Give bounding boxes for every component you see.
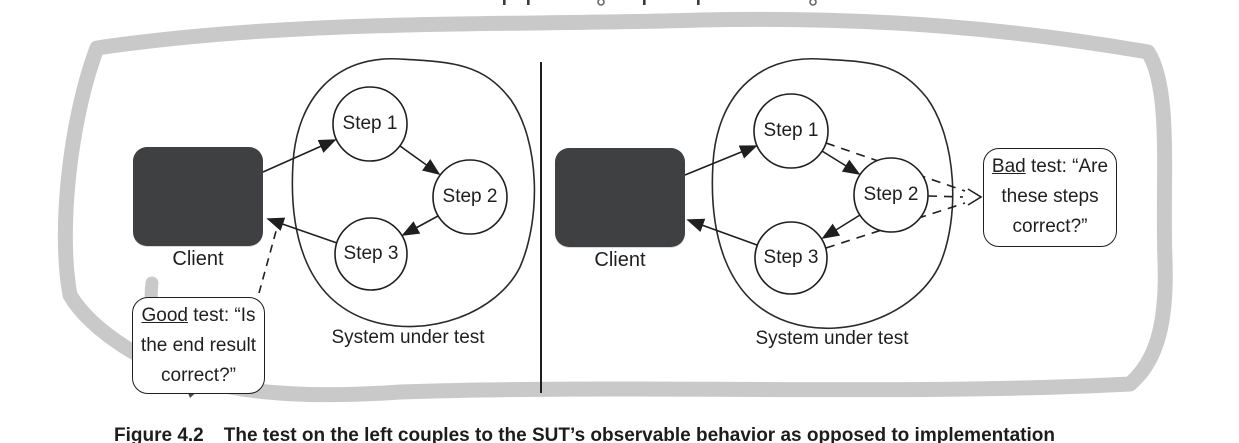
right-arrow-step1-to-step2	[821, 150, 861, 175]
right-arrow-step3-to-client	[686, 218, 758, 246]
right-arrow-step2-to-step3	[821, 214, 861, 239]
right-dashed-step1-to-note	[825, 142, 966, 192]
left-client-label: Client	[172, 248, 224, 270]
left-good-test-note: Good test: “Is the end result correct?”	[132, 297, 265, 394]
left-note-lead-underlined: Good	[141, 305, 188, 326]
left-step2-circle	[432, 159, 508, 235]
figure-caption: Figure 4.2 The test on the left couples t…	[114, 425, 1234, 443]
left-arrow-step2-to-step3	[401, 215, 439, 236]
right-dashed-step3-to-note	[825, 202, 966, 249]
left-note-line1: Good test: “Is	[133, 301, 264, 331]
right-client-label: Client	[594, 249, 646, 271]
right-note-line2: these steps	[1001, 186, 1099, 207]
right-step1-label: Step 1	[763, 120, 819, 141]
right-arrow-client-to-step1	[684, 145, 758, 176]
right-note-line1: Bad test: “Are	[984, 152, 1116, 182]
left-step1-circle	[332, 86, 408, 162]
right-step3-circle	[754, 221, 828, 295]
left-client-box	[133, 147, 263, 246]
left-step3-circle	[334, 217, 408, 291]
left-sut-label: System under test	[331, 327, 485, 348]
left-step2-label: Step 2	[442, 186, 498, 207]
right-step2-circle	[853, 157, 929, 233]
left-note-line3: correct?”	[161, 365, 236, 386]
left-arrow-client-to-step1	[262, 139, 337, 173]
right-bad-test-note: Bad test: “Are these steps correct?”	[983, 148, 1117, 247]
right-note-lead-underlined: Bad	[991, 156, 1026, 177]
right-sut-label: System under test	[755, 328, 909, 349]
right-note-line1-rest: test: “Are	[1025, 156, 1109, 177]
right-step3-label: Step 3	[763, 247, 819, 268]
right-step2-label: Step 2	[863, 184, 919, 205]
left-sut-blob	[291, 58, 536, 328]
left-step1-label: Step 1	[342, 113, 398, 134]
right-dashed-step2-to-note	[927, 195, 964, 198]
left-note-line2: the end result	[140, 335, 257, 356]
right-client-box	[555, 148, 685, 247]
right-sut-blob	[711, 58, 954, 330]
right-step1-circle	[753, 93, 829, 169]
right-note-line3: correct?”	[1012, 216, 1088, 237]
figure-caption-number: Figure 4.2	[114, 425, 204, 443]
left-note-dashed-pointer	[258, 223, 279, 294]
left-arrow-step1-to-step2	[399, 145, 441, 176]
left-note-line1-rest: test: “Is	[187, 305, 256, 326]
right-dashed-open-arrowhead	[967, 188, 983, 206]
figure-caption-text: The test on the left couples to the SUT’…	[223, 425, 1055, 443]
cropped-text-fragments	[503, 0, 817, 6]
left-step3-label: Step 3	[343, 243, 399, 264]
left-arrow-step3-to-client	[266, 217, 338, 244]
